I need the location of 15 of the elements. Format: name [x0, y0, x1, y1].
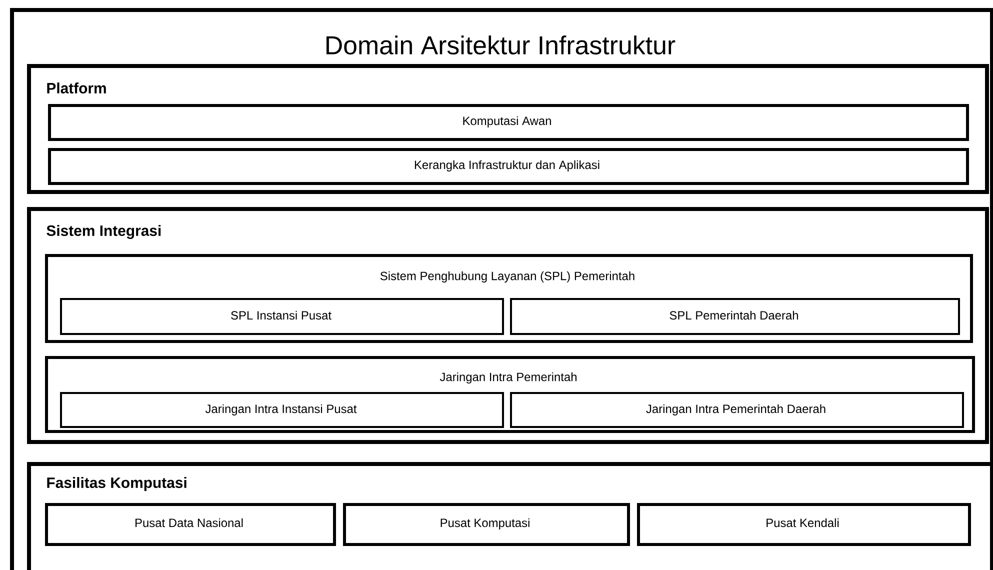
component-label: Kerangka Infrastruktur dan Aplikasi	[414, 160, 600, 172]
component-label: Pusat Data Nasional	[136, 518, 243, 528]
component-label: Jaringan Intra Pemerintah Daerah	[646, 404, 826, 416]
section-heading: Sistem Integrasi	[46, 225, 161, 239]
component-label: SPL Pemerintah Daerah	[670, 310, 798, 320]
section-heading: Platform	[47, 82, 106, 94]
component-label: Pusat Komputasi	[440, 518, 530, 530]
group-heading: Sistem Penghubung Layanan (SPL) Pemerintah	[380, 271, 634, 283]
group-heading: Jaringan Intra Pemerintah	[440, 372, 576, 384]
component-label: Komputasi Awan	[463, 116, 551, 128]
component-label: Pusat Kendali	[766, 518, 839, 528]
component-label: SPL Instansi Pusat	[231, 310, 332, 320]
frame-heading: Domain Arsitektur Infrastruktur	[326, 35, 676, 54]
component-label: Jaringan Intra Instansi Pusat	[205, 404, 357, 416]
section-heading: Fasilitas Komputasi	[47, 477, 186, 491]
